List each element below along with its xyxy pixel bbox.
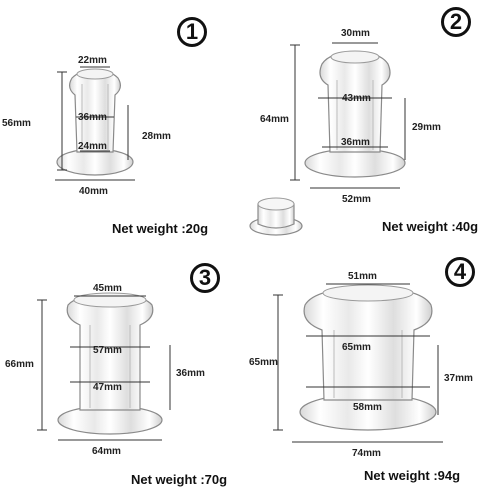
plug-4-dimension-lines: [273, 283, 443, 443]
item-4-top-label: 51mm: [348, 271, 377, 282]
plug-4-drawing: [299, 284, 437, 431]
item-1-height-label: 56mm: [2, 118, 31, 129]
item-2-weight: Net weight :40g: [382, 219, 479, 234]
item-4-weight: Net weight :94g: [364, 468, 461, 483]
item-4-height-label: 65mm: [249, 357, 278, 368]
plug-1-drawing: [56, 68, 134, 176]
plug-3-dimension-lines: [37, 295, 171, 441]
item-2-number: 2: [441, 7, 471, 37]
item-3-weight: Net weight :70g: [131, 472, 228, 487]
item-3-inner-top-label: 57mm: [93, 345, 122, 356]
item-3-height-label: 66mm: [5, 359, 34, 370]
item-3-depth-label: 36mm: [176, 368, 205, 379]
item-2-top-label: 30mm: [341, 28, 370, 39]
item-1-base-label: 40mm: [79, 186, 108, 197]
item-4-base-label: 74mm: [352, 448, 381, 459]
item-4-inner-bottom-label: 58mm: [353, 402, 382, 413]
plug-2-drawing: [304, 50, 406, 178]
item-2-depth-label: 29mm: [412, 122, 441, 133]
item-1-inner-bottom-label: 24mm: [78, 141, 107, 152]
item-3-top-label: 45mm: [93, 283, 122, 294]
item-1-depth-label: 28mm: [142, 131, 171, 142]
cap-drawing: [249, 197, 303, 236]
item-2-inner-top-label: 43mm: [342, 93, 371, 104]
item-2-height-label: 64mm: [260, 114, 289, 125]
item-4-inner-top-label: 65mm: [342, 342, 371, 353]
item-4-number: 4: [445, 257, 475, 287]
item-2-base-label: 52mm: [342, 194, 371, 205]
item-4-depth-label: 37mm: [444, 373, 473, 384]
item-3-inner-bottom-label: 47mm: [93, 382, 122, 393]
item-3-number: 3: [190, 263, 220, 293]
item-1-top-label: 22mm: [78, 55, 107, 66]
item-1-number: 1: [177, 17, 207, 47]
item-1-weight: Net weight :20g: [112, 221, 209, 236]
item-1-inner-top-label: 36mm: [78, 112, 107, 123]
plug-3-drawing: [57, 292, 163, 435]
plug-1-dimension-lines: [55, 66, 135, 181]
item-3-base-label: 64mm: [92, 446, 121, 457]
plug-2-dimension-lines: [290, 42, 406, 189]
item-2-inner-bottom-label: 36mm: [341, 137, 370, 148]
